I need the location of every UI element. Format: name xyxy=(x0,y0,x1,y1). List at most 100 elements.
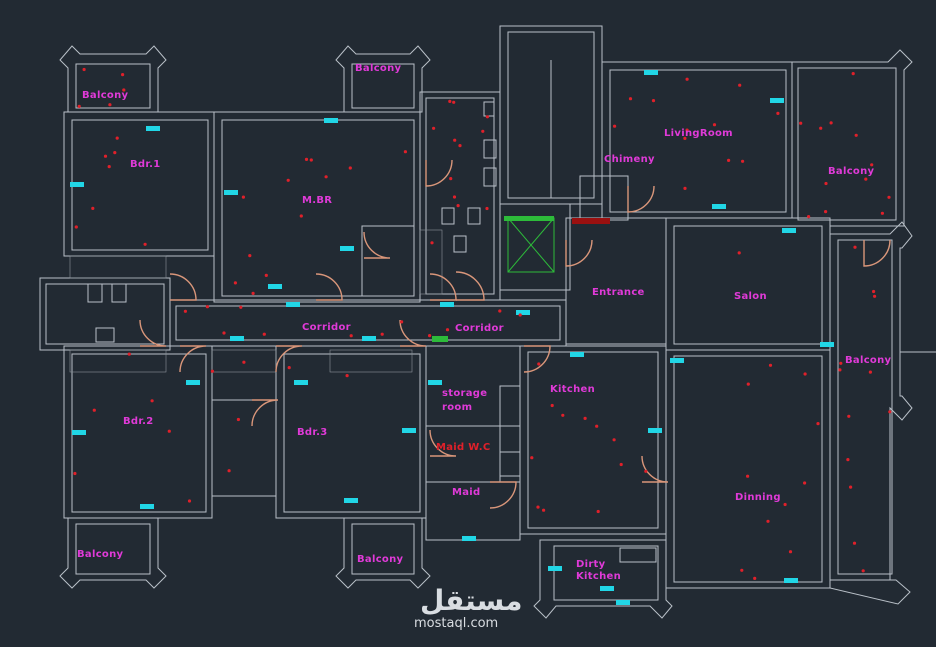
cyan-tag xyxy=(344,498,358,503)
room-label-dirty: Dirty xyxy=(576,559,606,570)
cyan-tag xyxy=(340,246,354,251)
cyan-tag xyxy=(516,310,530,315)
room-label-dirty-kitchen: Kitchen xyxy=(576,571,622,582)
red-marker xyxy=(242,360,246,364)
red-marker xyxy=(870,163,874,167)
room-label-mbr: M.BR xyxy=(302,195,333,206)
balcony-sw-inner xyxy=(75,523,151,575)
red-marker xyxy=(187,499,192,503)
room-label-kitchen: Kitchen xyxy=(550,384,596,395)
red-marker xyxy=(887,195,891,199)
red-marker xyxy=(107,165,111,169)
red-marker xyxy=(349,334,353,338)
red-marker xyxy=(712,123,717,127)
red-marker xyxy=(685,128,689,132)
bath-w-sink xyxy=(95,327,115,343)
wc-fix2 xyxy=(483,139,497,159)
bath-w-fixture2 xyxy=(111,283,127,303)
red-marker xyxy=(445,328,450,332)
red-marker xyxy=(428,334,432,338)
room-label-balcony-sw: Balcony xyxy=(77,549,124,560)
balcony-ne-inner xyxy=(797,67,897,221)
dining-inner xyxy=(673,355,823,583)
room-label-entrance: Entrance xyxy=(592,287,645,298)
red-marker xyxy=(741,159,745,163)
red-marker xyxy=(430,241,434,245)
red-marker xyxy=(222,331,226,335)
red-marker xyxy=(286,178,290,182)
cyan-tag xyxy=(186,380,200,385)
red-marker xyxy=(530,456,534,460)
red-marker xyxy=(838,368,842,372)
red-marker xyxy=(82,67,86,72)
cyan-tag xyxy=(770,98,784,103)
room-label-balcony-s: Balcony xyxy=(357,554,404,565)
room-label-bdr1: Bdr.1 xyxy=(130,159,161,170)
red-marker xyxy=(849,485,853,489)
red-marker xyxy=(121,73,125,77)
wc-inner xyxy=(425,97,495,295)
red-marker xyxy=(683,136,687,140)
room-label-corridor-w: Corridor xyxy=(302,322,351,333)
red-marker xyxy=(740,568,744,572)
cyan-tag xyxy=(324,118,338,123)
red-marker xyxy=(481,129,485,133)
red-marker xyxy=(807,215,811,219)
red-marker xyxy=(115,136,119,140)
red-marker xyxy=(685,77,689,81)
red-marker xyxy=(536,505,540,509)
elevator-band xyxy=(504,216,554,221)
red-marker xyxy=(73,471,77,476)
red-marker xyxy=(91,206,95,210)
red-marker xyxy=(868,370,873,374)
red-marker xyxy=(683,186,687,190)
red-marker xyxy=(550,403,554,408)
red-marker xyxy=(829,121,833,125)
cyan-tag xyxy=(644,70,658,75)
salon-walls xyxy=(665,217,831,351)
balcony-sw-outline xyxy=(59,517,167,589)
cyan-tag xyxy=(146,126,160,131)
red-marker xyxy=(143,242,147,246)
red-markers xyxy=(73,67,892,581)
room-label-balcony-n: Balcony xyxy=(355,63,402,74)
red-marker xyxy=(737,251,741,255)
red-marker xyxy=(583,416,587,420)
red-marker xyxy=(299,214,303,218)
red-marker xyxy=(612,438,616,442)
cyan-tag xyxy=(428,380,442,385)
watermark-arabic: مستقل xyxy=(420,584,523,617)
cyan-tag xyxy=(648,428,662,433)
cyan-tag xyxy=(784,578,798,583)
room-label-salon: Salon xyxy=(734,291,767,302)
cyan-tag xyxy=(230,336,244,341)
chimney-mark xyxy=(572,218,610,224)
red-marker xyxy=(167,429,171,433)
elevator-x2 xyxy=(507,217,555,273)
red-marker xyxy=(122,88,126,92)
red-marker xyxy=(766,519,770,523)
cyan-tag xyxy=(402,428,416,433)
red-marker xyxy=(448,99,452,103)
walls xyxy=(39,25,936,619)
red-marker xyxy=(380,332,384,336)
cyan-tags xyxy=(70,70,834,605)
salon-inner xyxy=(673,225,823,345)
cyan-tag xyxy=(70,182,84,187)
bdr3-inner xyxy=(283,353,421,513)
red-marker xyxy=(803,481,807,485)
hatch-strips xyxy=(69,229,443,373)
green-mark xyxy=(432,336,448,342)
wc-fix4 xyxy=(441,207,455,225)
red-marker xyxy=(449,177,453,181)
cyan-tag xyxy=(362,336,376,341)
red-marker xyxy=(150,399,154,403)
red-marker xyxy=(853,245,857,249)
red-marker xyxy=(452,195,457,199)
entrance-walls xyxy=(565,217,667,345)
cyan-tag xyxy=(294,380,308,385)
watermark-latin: mostaql.com xyxy=(414,616,499,631)
red-marker xyxy=(651,99,656,103)
red-marker xyxy=(799,121,803,125)
red-marker xyxy=(596,509,600,514)
